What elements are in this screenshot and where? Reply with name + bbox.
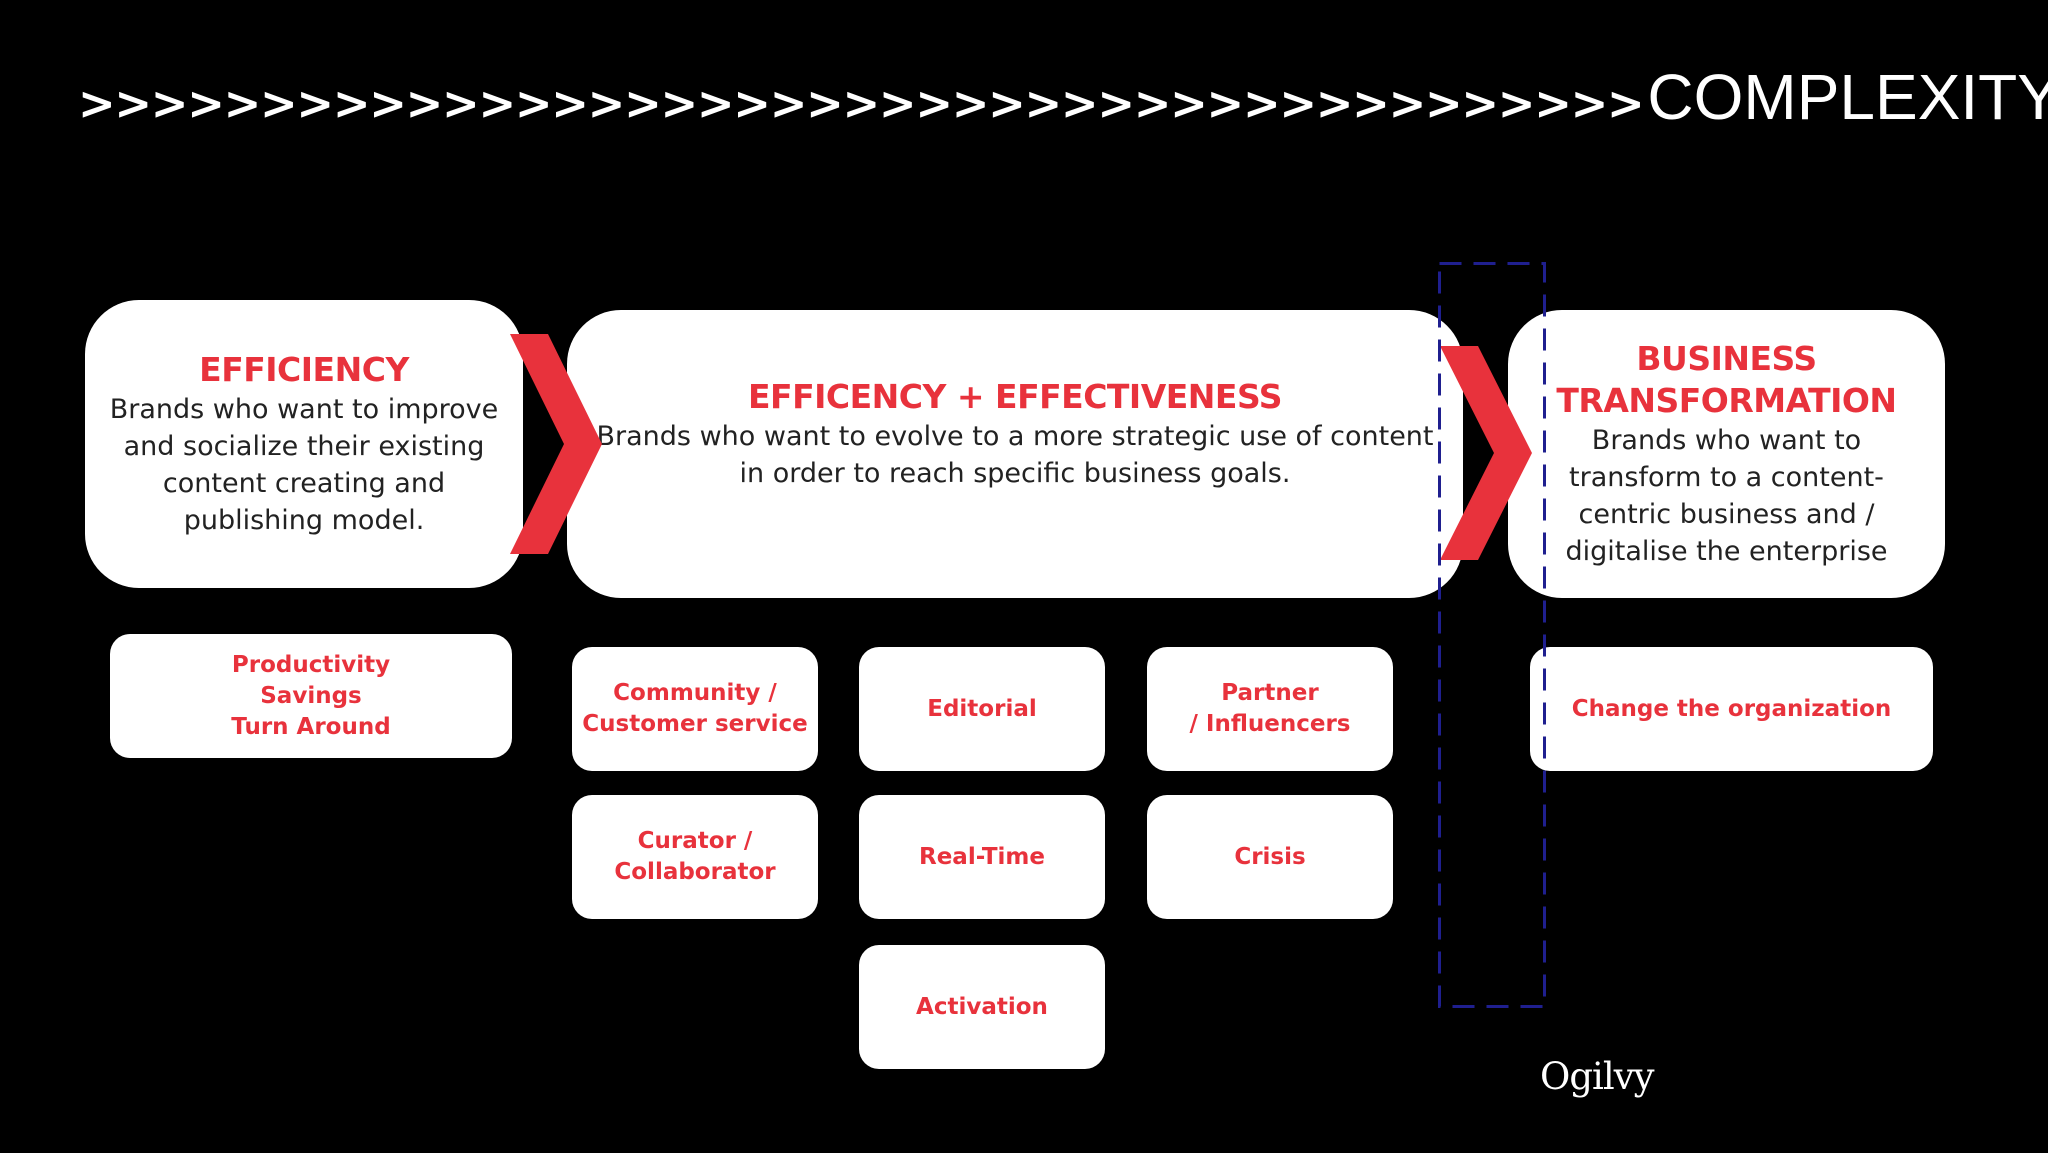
capability-box: Editorial — [859, 647, 1105, 771]
ogilvy-logo: Ogilvy — [1540, 1055, 1655, 1098]
capability-box: Real-Time — [859, 795, 1105, 919]
complexity-title: COMPLEXITY — [1647, 61, 2048, 133]
chevron-arrow-icon — [1440, 346, 1532, 560]
dashed-highlight-frame — [1438, 262, 1546, 1008]
stage-title: EFFICENCY + EFFECTIVENESS — [748, 377, 1283, 416]
capability-box: Curator / Collaborator — [572, 795, 818, 919]
stage-title: BUSINESS TRANSFORMATION — [1556, 339, 1897, 420]
complexity-header: >>>>>>>>>>>>>>>>>>>>>>>>>>>>>>>>>>>>>>>>… — [78, 60, 2048, 140]
stage-card-efficiency: EFFICIENCY Brands who want to improve an… — [85, 300, 523, 588]
chevron-arrow-icon — [510, 334, 602, 554]
efficiency-benefits-box: Productivity Savings Turn Around — [110, 634, 512, 758]
stage-description: Brands who want to improve and socialize… — [109, 394, 499, 536]
capability-box: Partner / Influencers — [1147, 647, 1393, 771]
stage-description: Brands who want to transform to a conten… — [1565, 425, 1888, 567]
stage-card-transformation: BUSINESS TRANSFORMATION Brands who want … — [1508, 310, 1945, 598]
capability-box: Community / Customer service — [572, 647, 818, 771]
transformation-box: Change the organization — [1530, 647, 1933, 771]
stage-title: EFFICIENCY — [199, 350, 409, 389]
stage-card-effectiveness: EFFICENCY + EFFECTIVENESS Brands who wan… — [567, 310, 1463, 598]
capability-box: Crisis — [1147, 795, 1393, 919]
capability-box: Activation — [859, 945, 1105, 1069]
complexity-arrows: >>>>>>>>>>>>>>>>>>>>>>>>>>>>>>>>>>>>>>>>… — [78, 77, 1645, 130]
stage-description: Brands who want to evolve to a more stra… — [596, 421, 1434, 489]
